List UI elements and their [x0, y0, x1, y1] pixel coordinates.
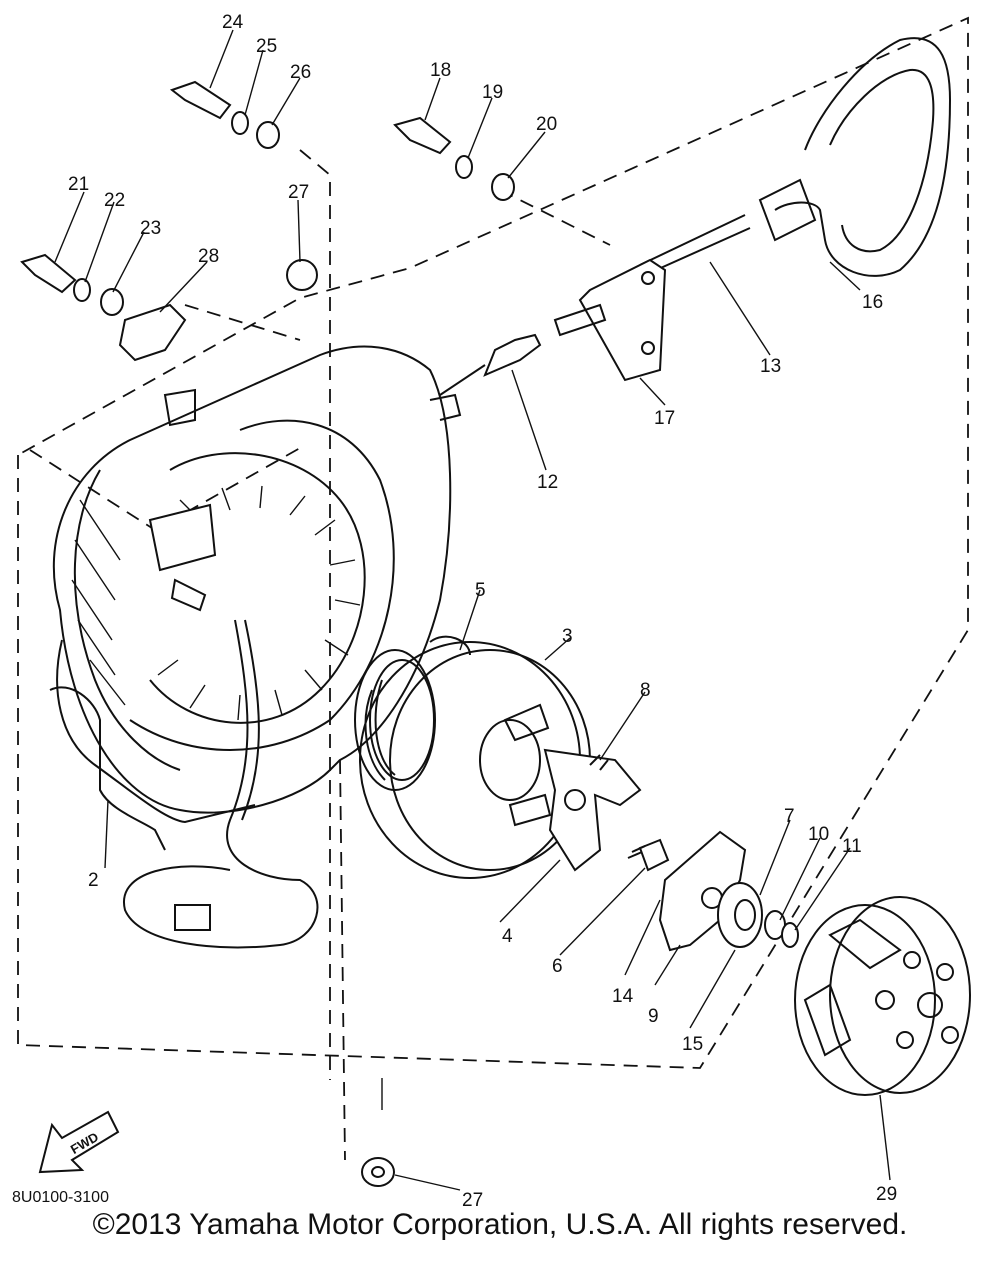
- pawl-parts: [543, 748, 670, 872]
- label-part-15: 15: [682, 1034, 703, 1055]
- label-part-28: 28: [198, 246, 219, 267]
- label-part-14: 14: [612, 986, 634, 1007]
- label-part-23: 23: [140, 218, 161, 239]
- starter-rope: [122, 619, 319, 949]
- label-part-19: 19: [482, 82, 503, 103]
- label-part-25: 25: [256, 36, 277, 57]
- label-part-2: 2: [88, 870, 99, 891]
- label-part-10: 10: [808, 824, 829, 845]
- label-part-27-lower: 27: [462, 1190, 483, 1211]
- label-part-29: 29: [876, 1184, 897, 1205]
- label-part-24: 24: [222, 12, 244, 33]
- plate-retainer: [658, 830, 799, 952]
- label-part-8: 8: [640, 680, 651, 701]
- label-part-13: 13: [760, 356, 781, 377]
- small-fasteners: [20, 80, 515, 1187]
- handle-and-bracket: [439, 37, 952, 396]
- label-part-22: 22: [104, 190, 125, 211]
- label-part-11: 11: [842, 836, 862, 857]
- label-part-20: 20: [536, 114, 557, 135]
- label-part-6: 6: [552, 956, 563, 977]
- label-part-3: 3: [562, 626, 573, 647]
- label-part-18: 18: [430, 60, 451, 81]
- copyright-notice: ©2013 Yamaha Motor Corporation, U.S.A. A…: [92, 1208, 908, 1241]
- starter-cover: [794, 896, 971, 1096]
- label-part-26: 26: [290, 62, 311, 83]
- drawing-code: 8U0100-3100: [12, 1189, 109, 1206]
- label-part-7: 7: [784, 806, 795, 827]
- label-part-4: 4: [502, 926, 513, 947]
- label-part-5: 5: [475, 580, 486, 601]
- label-part-21: 21: [68, 174, 89, 195]
- leader-lines: [54, 29, 891, 1191]
- label-part-9: 9: [648, 1006, 659, 1027]
- label-part-17: 17: [654, 408, 675, 429]
- label-part-16: 16: [862, 292, 883, 313]
- label-part-12: 12: [537, 472, 558, 493]
- part-labels: 24 25 26 21 22 23 28 27 18 19 20 16 13 1…: [68, 12, 897, 1211]
- starter-case: [49, 345, 462, 851]
- fwd-arrow-icon: FWD: [38, 1110, 120, 1174]
- label-part-27-upper: 27: [288, 182, 309, 203]
